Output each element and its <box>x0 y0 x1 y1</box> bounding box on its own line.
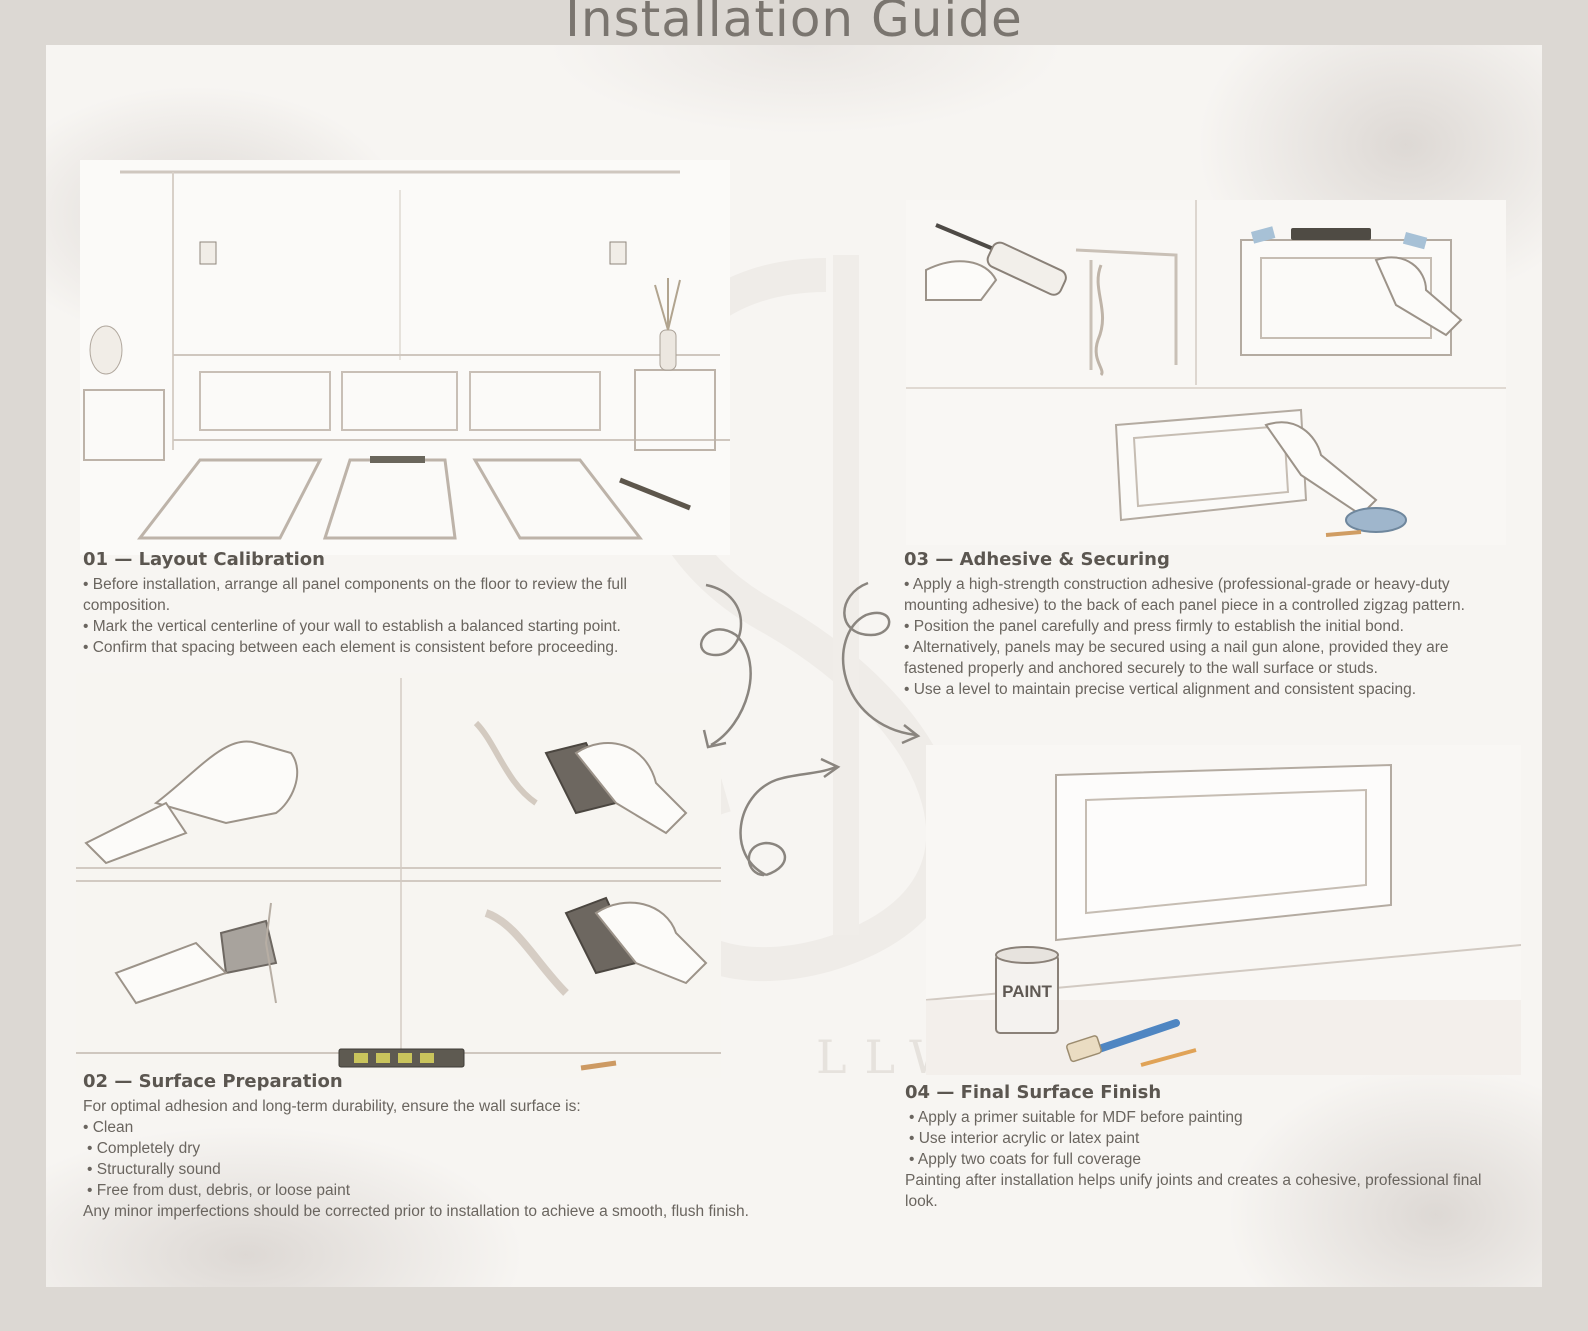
step-03-line: • Apply a high-strength construction adh… <box>904 576 1465 614</box>
step-03-line: • Alternatively, panels may be secured u… <box>904 639 1449 677</box>
step-04-item: • Use interior acrylic or latex paint <box>909 1130 1140 1147</box>
step-02-item: • Clean <box>83 1119 134 1136</box>
step-02-item: • Free from dust, debris, or loose paint <box>87 1182 351 1199</box>
step-04-item: • Apply a primer suitable for MDF before… <box>909 1109 1243 1126</box>
step-04-outro: Painting after installation helps unify … <box>905 1172 1482 1210</box>
paint-can-label: PAINT <box>1002 982 1052 1001</box>
step-04-heading: 04 — Final Surface Finish <box>905 1082 1162 1103</box>
page-title: Installation Guide <box>565 0 1023 48</box>
step-01-heading: 01 — Layout Calibration <box>83 549 325 570</box>
step-02-intro: For optimal adhesion and long-term durab… <box>83 1098 581 1115</box>
step-01-text: 01 — Layout Calibration • Before install… <box>83 549 693 658</box>
step-03-line: • Use a level to maintain precise vertic… <box>904 681 1417 698</box>
step-02-outro: Any minor imperfections should be correc… <box>83 1203 749 1220</box>
guide-sheet: LLWO 01 — Layout Calibration • Before in… <box>46 45 1542 1287</box>
step-02-item: • Structurally sound <box>87 1161 221 1178</box>
step-03-text: 03 — Adhesive & Securing • Apply a high-… <box>904 549 1474 700</box>
step-01-line: • Mark the vertical centerline of your w… <box>83 618 621 635</box>
layout-room-illustration <box>80 160 730 555</box>
step-01-line: • Confirm that spacing between each elem… <box>83 639 619 656</box>
adhesive-illustration <box>906 200 1506 545</box>
step-02-item: • Completely dry <box>87 1140 201 1157</box>
step-02-text: 02 — Surface Preparation For optimal adh… <box>83 1071 763 1222</box>
step-03-heading: 03 — Adhesive & Securing <box>904 549 1170 570</box>
step-02-heading: 02 — Surface Preparation <box>83 1071 343 1092</box>
step-04-item: • Apply two coats for full coverage <box>909 1151 1142 1168</box>
paint-finish-illustration: PAINT <box>926 745 1521 1075</box>
step-04-text: 04 — Final Surface Finish • Apply a prim… <box>905 1082 1495 1212</box>
step-01-line: • Before installation, arrange all panel… <box>83 576 627 614</box>
step-03-line: • Position the panel carefully and press… <box>904 618 1404 635</box>
curly-arrow-icon <box>699 581 921 877</box>
surface-prep-illustration <box>76 673 721 1078</box>
